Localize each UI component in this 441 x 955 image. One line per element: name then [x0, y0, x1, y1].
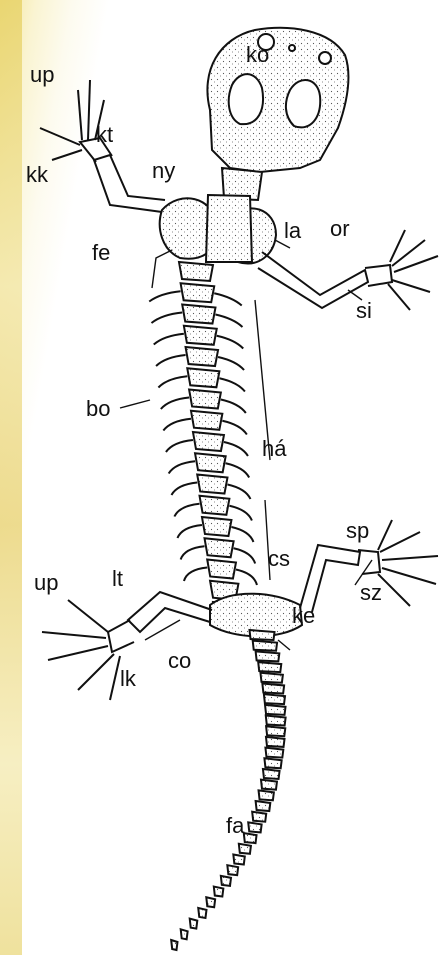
label-lk: lk — [120, 668, 136, 690]
tail-vertebra — [248, 822, 261, 832]
vertebra — [195, 453, 226, 472]
vertebra — [207, 560, 236, 579]
rib-left — [177, 525, 202, 538]
label-sp: sp — [346, 520, 369, 542]
tail-vertebra — [260, 673, 282, 683]
tail-vertebra — [256, 651, 280, 661]
vertebra — [186, 347, 219, 366]
rib-left — [181, 546, 205, 559]
vertebra — [181, 283, 215, 302]
tail-vertebra — [198, 908, 206, 918]
vertebra — [193, 432, 224, 451]
rib-left — [169, 461, 195, 473]
tail-vertebra — [264, 758, 281, 768]
rib-right — [219, 378, 245, 391]
rib-left — [184, 568, 207, 582]
tail-vertebra — [252, 812, 266, 822]
rib-left — [171, 483, 197, 496]
label-ke: ke — [292, 605, 315, 627]
rib-left — [163, 419, 191, 431]
label-or: or — [330, 218, 350, 240]
label-kt: kt — [96, 124, 113, 146]
rib-right — [226, 463, 250, 477]
vertebra — [197, 475, 227, 494]
tail-vertebra — [266, 716, 286, 726]
rib-right — [224, 442, 248, 456]
tail-vertebra — [256, 801, 271, 811]
rib-right — [221, 400, 246, 414]
rib-right — [229, 506, 252, 521]
tail-vertebra — [214, 887, 224, 897]
shoulder-girdle — [160, 195, 276, 263]
tail-vertebra — [266, 726, 285, 736]
vertebra — [202, 517, 232, 536]
rib-left — [149, 291, 180, 301]
skull — [207, 28, 348, 172]
label-si: si — [356, 300, 372, 322]
tail-vertebra — [253, 641, 277, 651]
label-ha: há — [262, 438, 286, 460]
vertebra — [184, 326, 217, 345]
tail-vertebra — [258, 662, 281, 672]
vertebra — [179, 262, 213, 281]
label-ny: ny — [152, 160, 175, 182]
tail-vertebra — [190, 919, 198, 929]
rib-left — [158, 376, 187, 387]
rib-left — [161, 398, 189, 410]
rib-left — [156, 355, 186, 366]
rib-left — [174, 504, 199, 517]
tail-vertebra — [266, 737, 285, 747]
tail-vertebra — [206, 897, 215, 907]
tail-vertebra — [181, 929, 188, 939]
rib-right — [214, 293, 242, 305]
vertebra — [189, 390, 221, 409]
rib-right — [231, 527, 253, 542]
tail-vertebra — [262, 683, 284, 693]
label-co: co — [168, 650, 191, 672]
tail-vertebra — [263, 769, 280, 779]
label-fa: fa — [226, 815, 244, 837]
rib-right — [218, 357, 244, 370]
tail-vertebra — [244, 833, 257, 843]
rib-left — [166, 440, 193, 452]
label-bo: bo — [86, 398, 110, 420]
rib-right — [215, 315, 242, 328]
rib-right — [222, 421, 247, 435]
label-fe: fe — [92, 242, 110, 264]
tail-vertebra — [239, 844, 251, 854]
rib-right — [234, 548, 256, 563]
label-ko: ko — [246, 44, 269, 66]
label-up-bottom: up — [34, 572, 58, 594]
label-la: la — [284, 220, 301, 242]
vertebra — [182, 305, 215, 324]
label-up-top: up — [30, 64, 54, 86]
label-cs: cs — [268, 548, 290, 570]
tail-vertebra — [171, 940, 177, 950]
tail-vertebra — [250, 630, 275, 640]
label-kk: kk — [26, 164, 48, 186]
vertebra — [187, 368, 219, 387]
vertebra — [191, 411, 222, 430]
tail-vertebra — [265, 748, 283, 758]
vertebra — [200, 496, 230, 515]
tail-vertebra — [261, 780, 277, 790]
tail-vertebra — [259, 790, 274, 800]
label-lt: lt — [112, 568, 123, 590]
rib-right — [236, 570, 257, 586]
rib-left — [154, 334, 184, 345]
tail-vertebra — [233, 854, 244, 864]
tail — [171, 630, 285, 950]
tail-vertebra — [221, 876, 231, 886]
tail-vertebra — [264, 694, 285, 704]
rib-left — [151, 313, 182, 324]
label-sz: sz — [360, 582, 382, 604]
rib-right — [217, 336, 244, 349]
tail-vertebra — [265, 705, 285, 715]
rib-right — [227, 485, 250, 500]
vertebra — [205, 538, 234, 557]
tail-vertebra — [227, 865, 238, 875]
